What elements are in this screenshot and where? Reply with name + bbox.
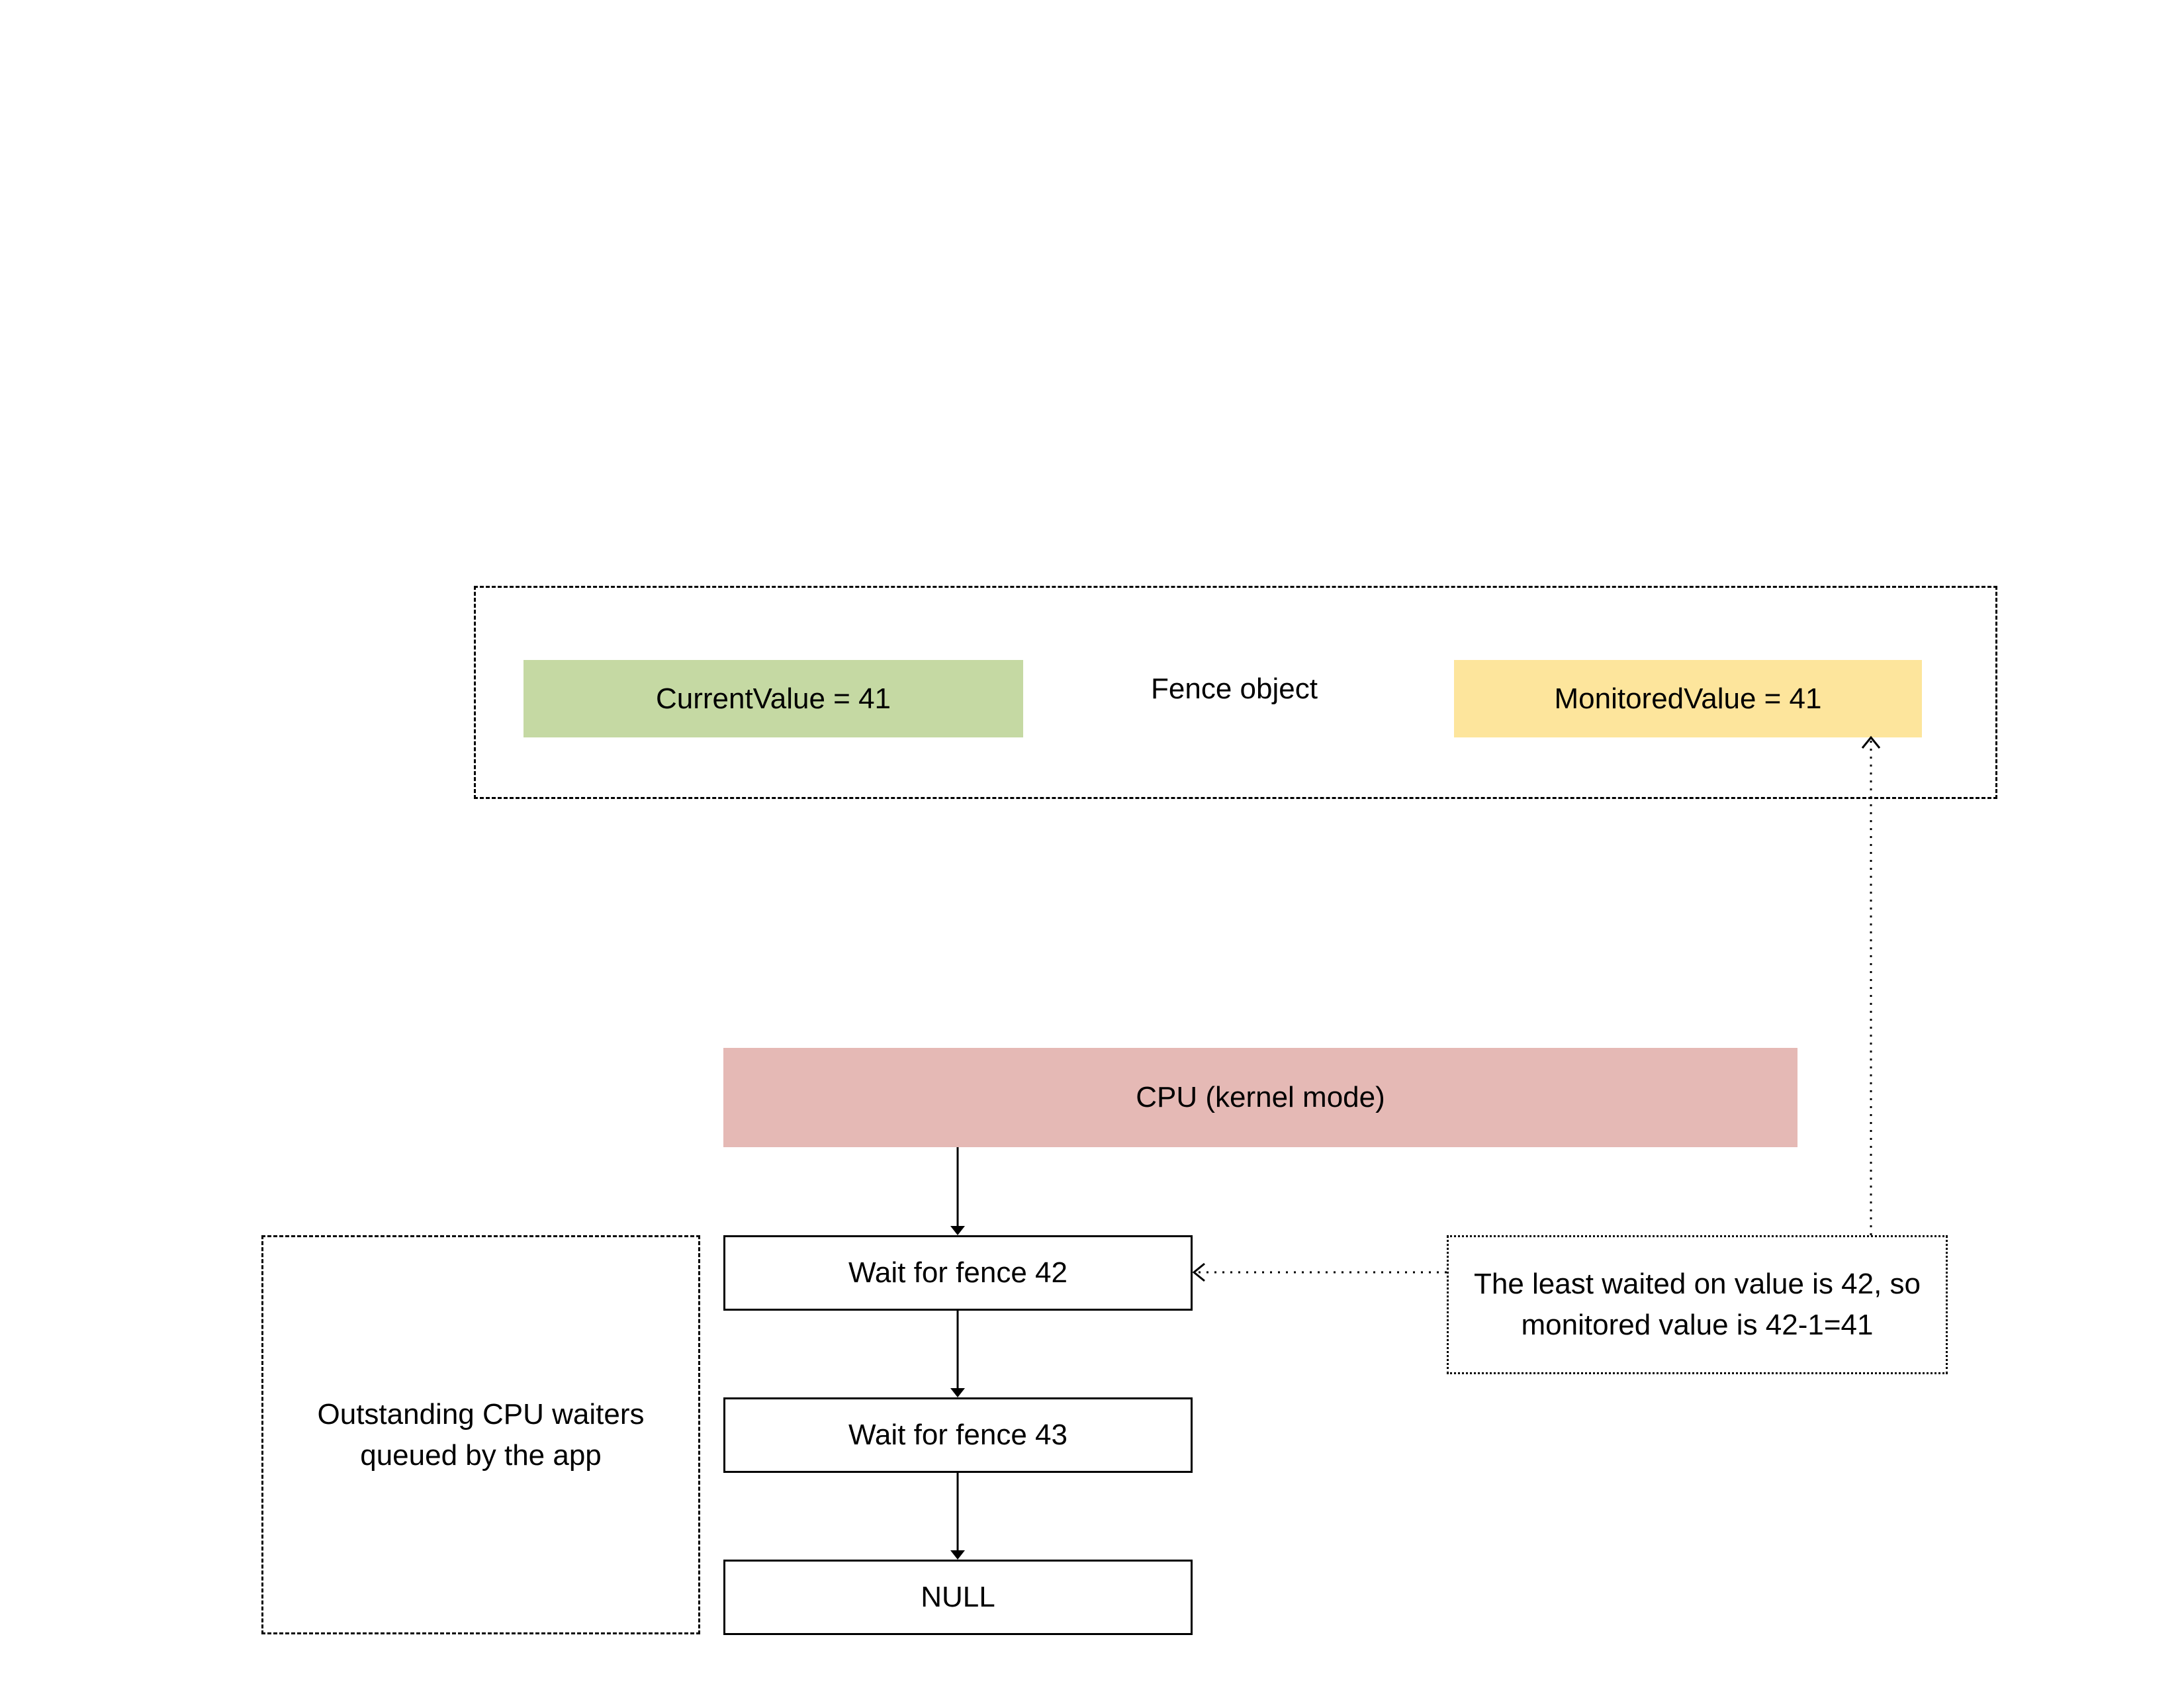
current-value-box: CurrentValue = 41 xyxy=(523,660,1023,737)
current-value-text: CurrentValue = 41 xyxy=(655,682,891,715)
monitored-value-text: MonitoredValue = 41 xyxy=(1554,682,1822,715)
null-text: NULL xyxy=(921,1581,995,1614)
null-box: NULL xyxy=(723,1560,1193,1635)
cpu-kernel-mode-text: CPU (kernel mode) xyxy=(1136,1081,1385,1114)
fence-object-label: Fence object xyxy=(1151,673,1318,705)
least-waited-note-text: The least waited on value is 42, so moni… xyxy=(1473,1268,1921,1341)
outstanding-waiters-label: Outstanding CPU waiters queued by the ap… xyxy=(317,1397,645,1472)
arrow-note-to-monitored-value xyxy=(1861,735,1881,1235)
arrow-wait-43-to-null xyxy=(950,1473,965,1560)
wait-fence-43-box: Wait for fence 43 xyxy=(723,1397,1193,1473)
least-waited-note: The least waited on value is 42, so moni… xyxy=(1447,1235,1948,1374)
outstanding-waiters-group: Outstanding CPU waiters queued by the ap… xyxy=(261,1235,700,1634)
wait-fence-43-text: Wait for fence 43 xyxy=(848,1419,1068,1452)
arrow-note-to-wait-42 xyxy=(1192,1262,1447,1282)
arrow-cpu-to-wait-42 xyxy=(950,1147,965,1235)
wait-fence-42-text: Wait for fence 42 xyxy=(848,1256,1068,1289)
cpu-kernel-mode-box: CPU (kernel mode) xyxy=(723,1048,1797,1147)
arrow-wait-42-to-wait-43 xyxy=(950,1311,965,1397)
fence-object-group xyxy=(474,586,1997,799)
monitored-value-box: MonitoredValue = 41 xyxy=(1454,660,1922,737)
wait-fence-42-box: Wait for fence 42 xyxy=(723,1235,1193,1311)
